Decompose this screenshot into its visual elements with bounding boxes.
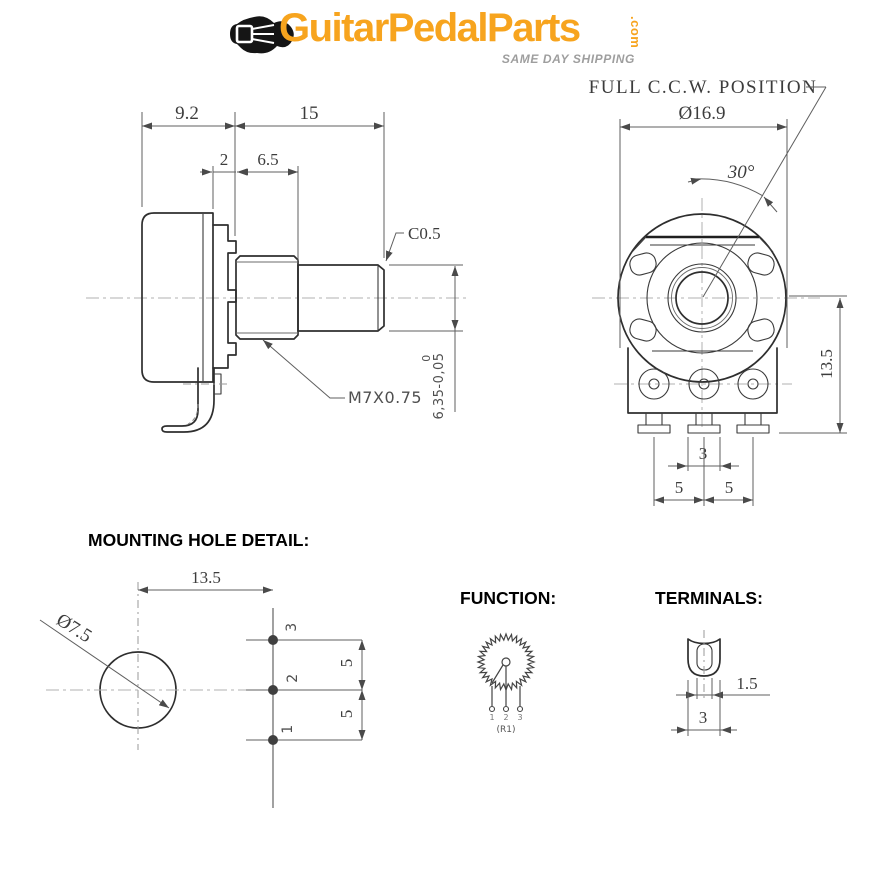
dim-text-6_5: 6.5 [257,150,278,169]
ext-lines-dia [619,119,788,348]
hole-dia-text: Ø7.5 [52,609,95,647]
brand-tagline: SAME DAY SHIPPING [501,52,635,66]
thread-text: M7X0.75 [348,388,422,407]
ext-lines-top [141,112,385,258]
dim-text-pitch-right: 5 [725,478,734,497]
angle-text: 30° [727,162,755,183]
mounting-hole-detail: MOUNTING HOLE DETAIL: 13.5 Ø7.5 5 5 3 [39,530,366,808]
dim-text-height: 13.5 [817,349,836,379]
schematic-label-1: 1 [489,713,494,722]
dim-text-pitch-left: 5 [675,478,684,497]
terminal-dots [268,635,278,745]
front-view: FULL C.C.W. POSITION 30° Ø16.9 13.5 3 [589,77,847,506]
solder-lug-outline [161,367,215,433]
wiper-hub [501,657,511,667]
dim-text-slot: 1.5 [736,674,757,693]
arc-arrow-left [687,177,702,185]
guitar-logo-icon [230,16,294,54]
guitar-strings-shape [251,24,275,44]
dim-text-dia: Ø16.9 [679,103,726,124]
brand-name: GuitarPedalParts [279,6,581,50]
ext-lines-term-width [687,680,721,736]
ext-lines-shaft-dia [389,264,463,332]
front-centerlines [592,198,820,428]
plate-corner-lines [631,236,774,253]
lug-bend-hidden-line [187,403,199,425]
dim-text-hole-spacing: 13.5 [191,568,221,587]
ext-lines-height [779,295,847,434]
ear-upper-left [629,252,657,276]
chamfer-leader [385,232,404,262]
chamfer-text: C0.5 [408,224,441,243]
terminal-lug-outline [687,638,721,677]
schematic-label-2: 2 [503,713,508,722]
schematic-label-3: 3 [517,713,522,722]
ccw-position-title: FULL C.C.W. POSITION [589,77,818,98]
shaft-dia-text: 6,35-0,05 [432,352,447,419]
dim-text-15: 15 [300,103,319,124]
dim-text-2: 2 [220,150,229,169]
schematic-leads [491,664,521,706]
terminal-dot-1 [268,735,278,745]
pot-body-outline [141,212,214,383]
ear-lower-left [629,318,657,342]
dim-text-9_2: 9.2 [175,103,199,124]
terminal-label-3: 3 [284,622,300,631]
function-schematic: FUNCTION: 1 2 3 (R1) [460,588,556,735]
ext-lines-mid [212,166,299,261]
dim-text-gap-bottom: 5 [337,710,356,719]
bushing-thread-circle [671,267,733,329]
threaded-bushing-outline [235,255,299,340]
function-heading: FUNCTION: [460,588,556,608]
dim-text-gap-top: 5 [337,659,356,668]
mounting-bracket-outline [212,224,237,369]
schematic-lead-terminals [488,705,524,713]
bushing-circle [667,263,737,333]
terminal-tick-lines [246,639,362,741]
terminal-dot-2 [268,685,278,695]
mounting-heading: MOUNTING HOLE DETAIL: [88,530,309,550]
thread-leader [262,339,345,399]
terminal-label-1: 1 [280,724,296,733]
terminal-label-2: 2 [285,673,301,682]
side-view: 9.2 15 2 6.5 C0.5 M7X0.75 6,35-0,05 0 [86,103,470,433]
shaft-dia-tolerance-text: 0 [420,354,433,362]
ear-lower-right [747,318,775,342]
terminal-eyelets [638,368,769,400]
terminal-pins [637,413,770,434]
dim-text-pin-width: 3 [699,444,708,463]
body-inner-circle [646,242,758,354]
shaft-outline [297,264,385,332]
ext-lines-pin-width [687,437,721,471]
terminals-detail: TERMINALS: 1.5 3 [655,588,770,736]
hole-dia-leader [39,619,170,709]
shaft-circle [675,271,729,325]
ear-upper-right [747,252,775,276]
terminals-heading: TERMINALS: [655,588,763,608]
schematic-ref: (R1) [496,725,515,735]
terminal-block-outline [627,347,778,414]
dim-text-term-width: 3 [699,708,708,727]
ext-lines-pitch [653,437,754,506]
arc-arrow-right [763,196,778,213]
site-header: GuitarPedalParts .com SAME DAY SHIPPING [229,5,669,69]
thread-lines [236,261,298,334]
body-outer-circle [617,213,787,383]
terminal-dot-3 [268,635,278,645]
ccw-leader-line [702,86,827,298]
